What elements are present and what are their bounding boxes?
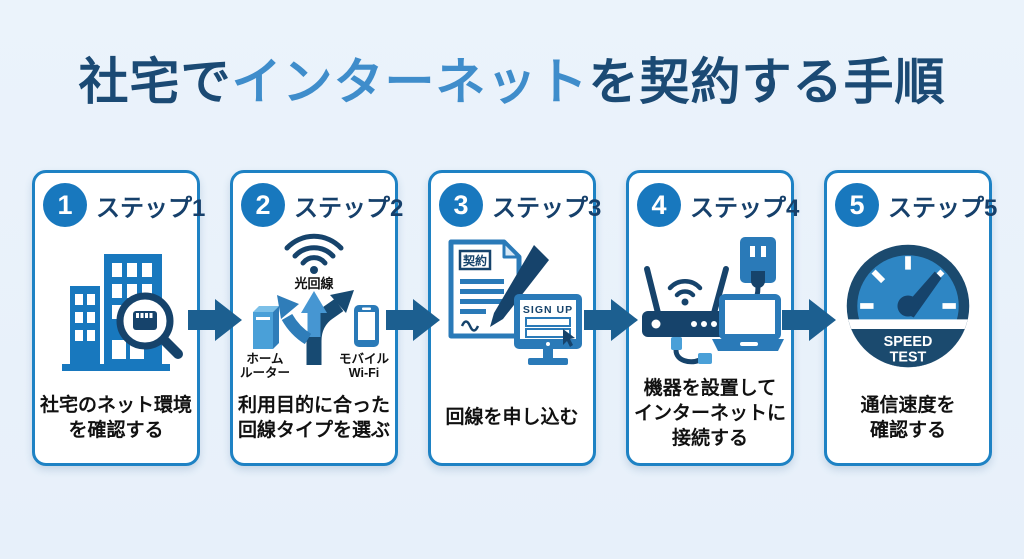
- step-card-4: 4 ステップ4: [626, 170, 799, 466]
- step-5-header: 5 ステップ5: [827, 173, 997, 227]
- wifi-icon: [284, 233, 344, 274]
- step-2-caption: 利用目的に合った 回線タイプを選ぶ: [233, 385, 395, 463]
- step-card-5: 5 ステップ5 SPEED TEST: [824, 170, 997, 466]
- step-4-icon-area: [629, 227, 791, 376]
- fiber-line-label: 光回線: [293, 276, 334, 291]
- caption-line: インターネットに: [633, 402, 786, 424]
- step-3-caption: 回線を申し込む: [431, 385, 593, 463]
- page-title: 社宅でインターネットを契約する手順: [0, 42, 1024, 114]
- wifi-router-icon: [642, 266, 741, 338]
- smartphone-icon: [354, 305, 379, 347]
- step-1-icon-area: [35, 227, 197, 385]
- speed-test-label-1: SPEED: [884, 334, 933, 350]
- step-2-header: 2 ステップ2: [233, 173, 403, 227]
- step-number-badge: 3: [439, 183, 483, 227]
- flow-arrow-4: [782, 299, 836, 341]
- plug-icon: [751, 271, 765, 289]
- step-3-icon-area: 契約 SIGN UP: [431, 227, 593, 385]
- branch-arrows-icon: [277, 290, 354, 365]
- caption-line: 確認する: [869, 420, 946, 441]
- step-1-header: 1 ステップ1: [35, 173, 205, 227]
- step-card-1: 1 ステップ1: [32, 170, 205, 466]
- step-4-caption: 機器を設置して インターネットに 接続する: [629, 376, 791, 463]
- step-2-icon-area: 光回線 ホーム ルーター: [233, 227, 395, 385]
- flow-arrow-3: [584, 299, 638, 341]
- caption-line: 機器を設置して: [643, 377, 777, 399]
- title-suffix: を契約する手順: [588, 54, 946, 110]
- step-5-caption: 通信速度を 確認する: [827, 385, 989, 463]
- step-label: ステップ2: [294, 194, 404, 222]
- step-label: ステップ1: [96, 194, 206, 222]
- mobile-wifi-label-2: Wi-Fi: [349, 366, 379, 379]
- caption-line: 通信速度を: [860, 394, 956, 416]
- line-type-branch-icon: 光回線 ホーム ルーター: [240, 233, 390, 379]
- home-router-label-2: ルーター: [240, 365, 290, 379]
- step-card-3: 3 ステップ3 契約: [428, 170, 601, 466]
- step-number-badge: 1: [43, 183, 87, 227]
- speedometer-icon: SPEED TEST: [846, 244, 970, 368]
- step-number-badge: 2: [241, 183, 285, 227]
- step-1-caption: 社宅のネット環境 を確認する: [35, 385, 197, 463]
- caption-line: 利用目的に合った: [237, 394, 390, 416]
- step-card-2: 2 ステップ2 光回線: [230, 170, 403, 466]
- laptop-icon: [712, 294, 784, 352]
- step-5-icon-area: SPEED TEST: [827, 227, 989, 385]
- lan-cable-icon: [671, 337, 712, 365]
- step-number-badge: 4: [637, 183, 681, 227]
- caption-line: 回線を申し込む: [445, 407, 579, 429]
- home-router-icon: [253, 306, 279, 349]
- home-router-label-1: ホーム: [246, 352, 284, 366]
- step-label: ステップ4: [690, 194, 800, 222]
- title-prefix: 社宅で: [78, 54, 232, 110]
- router-outlet-laptop-icon: [642, 237, 784, 365]
- caption-line: 社宅のネット環境: [39, 394, 192, 416]
- cursor-icon: [563, 329, 575, 347]
- contract-stamp-label: 契約: [462, 253, 487, 268]
- step-3-header: 3 ステップ3: [431, 173, 601, 227]
- steps-row: 1 ステップ1: [32, 170, 997, 466]
- signup-label: SIGN UP: [523, 304, 573, 316]
- mobile-wifi-label-1: モバイル: [339, 352, 390, 366]
- ethernet-port-icon: [133, 311, 157, 330]
- step-label: ステップ3: [492, 194, 602, 222]
- building-search-icon: [62, 254, 183, 371]
- pen-icon: [490, 245, 549, 327]
- signup-monitor-icon: SIGN UP: [514, 294, 582, 365]
- speed-test-label-2: TEST: [890, 350, 927, 366]
- caption-line: 回線タイプを選ぶ: [237, 420, 390, 441]
- caption-line: を確認する: [68, 420, 164, 441]
- caption-line: 接続する: [671, 427, 748, 449]
- step-number-badge: 5: [835, 183, 879, 227]
- magnifier-icon: [116, 292, 183, 359]
- step-4-header: 4 ステップ4: [629, 173, 799, 227]
- flow-arrow-1: [188, 299, 242, 341]
- contract-signup-icon: 契約 SIGN UP: [448, 239, 582, 365]
- flow-arrow-2: [386, 299, 440, 341]
- title-highlight: インターネット: [231, 54, 589, 110]
- step-label: ステップ5: [888, 194, 998, 222]
